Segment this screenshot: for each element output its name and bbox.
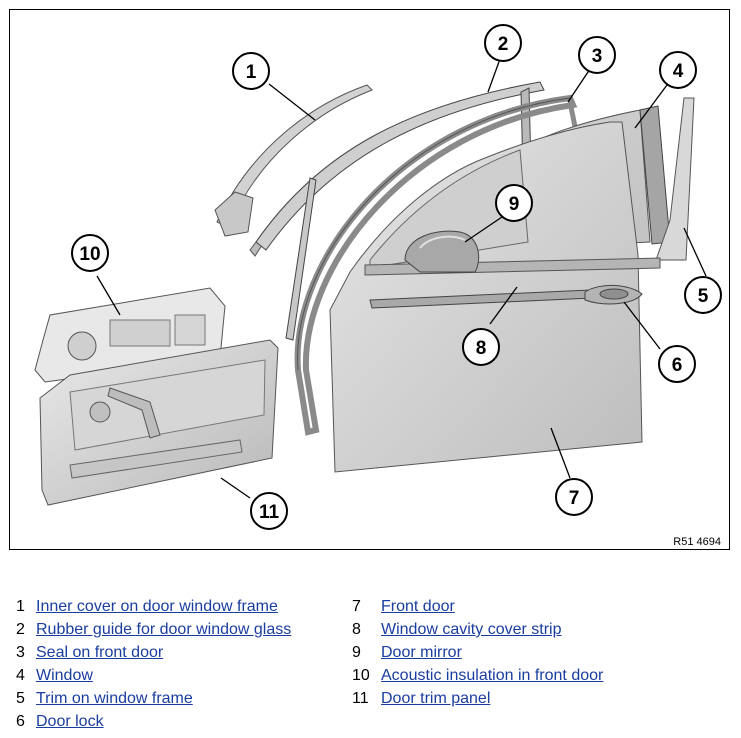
callout-label-1: 1 bbox=[246, 62, 257, 83]
door-mirror-part bbox=[404, 230, 480, 273]
legend-number: 4 bbox=[16, 667, 25, 684]
leader-line-6 bbox=[623, 301, 661, 350]
legend-link-door-mirror[interactable]: Door mirror bbox=[381, 644, 462, 661]
parts-legend: 1 Inner cover on door window frame 2 Rub… bbox=[0, 595, 741, 735]
legend-number: 6 bbox=[16, 713, 25, 730]
callout-5: 5 bbox=[684, 276, 722, 314]
callout-3: 3 bbox=[578, 36, 616, 74]
door-trim-panel-part bbox=[39, 339, 279, 506]
legend-link-seal[interactable]: Seal on front door bbox=[36, 644, 164, 661]
callout-2: 2 bbox=[484, 24, 522, 62]
leader-line-3 bbox=[567, 68, 591, 103]
callout-label-5: 5 bbox=[698, 286, 709, 307]
legend-number: 3 bbox=[16, 644, 25, 661]
legend-number: 1 bbox=[16, 598, 25, 615]
door-lock-part bbox=[584, 285, 643, 305]
callout-7: 7 bbox=[555, 478, 593, 516]
legend-link-acoustic-insulation[interactable]: Acoustic insulation in front door bbox=[381, 667, 604, 684]
legend-link-trim[interactable]: Trim on window frame bbox=[36, 690, 193, 707]
legend-number: 10 bbox=[352, 667, 370, 684]
callout-label-10: 10 bbox=[79, 244, 100, 265]
callout-10: 10 bbox=[71, 234, 109, 272]
callout-label-9: 9 bbox=[509, 194, 520, 215]
callout-4: 4 bbox=[659, 51, 697, 89]
leader-line-11 bbox=[220, 477, 251, 499]
legend-number: 2 bbox=[16, 621, 25, 638]
callout-label-7: 7 bbox=[569, 488, 580, 509]
legend-number: 7 bbox=[352, 598, 361, 615]
legend-number: 8 bbox=[352, 621, 361, 638]
diagram-svg: 1 2 3 4 5 6 7 8 9 10 11 R51 4694 bbox=[34, 24, 722, 548]
callout-label-3: 3 bbox=[592, 46, 603, 67]
leader-line-9 bbox=[464, 216, 503, 243]
leader-line-10 bbox=[96, 275, 121, 316]
legend-link-cavity-strip[interactable]: Window cavity cover strip bbox=[381, 621, 562, 638]
legend-link-trim-panel[interactable]: Door trim panel bbox=[381, 690, 491, 707]
leader-line-2 bbox=[487, 58, 501, 93]
legend-link-front-door[interactable]: Front door bbox=[381, 598, 455, 615]
leader-line-5 bbox=[683, 227, 707, 277]
callout-label-8: 8 bbox=[476, 338, 487, 359]
legend-link-inner-cover[interactable]: Inner cover on door window frame bbox=[36, 598, 278, 615]
legend-number: 9 bbox=[352, 644, 361, 661]
callout-label-2: 2 bbox=[498, 34, 509, 55]
legend-link-rubber-guide[interactable]: Rubber guide for door window glass bbox=[36, 621, 292, 638]
legend-number: 5 bbox=[16, 690, 25, 707]
leader-line-1 bbox=[268, 83, 316, 121]
callout-label-11: 11 bbox=[259, 502, 280, 523]
exploded-diagram: 1 2 3 4 5 6 7 8 9 10 11 R51 4694 bbox=[9, 9, 730, 550]
inner-cover-window-frame-part bbox=[214, 84, 373, 257]
leader-line-4 bbox=[634, 84, 668, 129]
callout-1: 1 bbox=[232, 52, 270, 90]
callout-6: 6 bbox=[658, 345, 696, 383]
callout-9: 9 bbox=[495, 184, 533, 222]
window-frame-trim-part bbox=[655, 97, 695, 261]
callout-11: 11 bbox=[250, 492, 288, 530]
leader-line-7 bbox=[550, 427, 571, 479]
leader-lines bbox=[96, 58, 707, 499]
legend-link-door-lock[interactable]: Door lock bbox=[36, 713, 104, 730]
legend-link-window[interactable]: Window bbox=[36, 667, 93, 684]
leader-line-8 bbox=[489, 286, 518, 325]
callout-label-6: 6 bbox=[672, 355, 683, 376]
callout-label-4: 4 bbox=[673, 61, 684, 82]
callout-8: 8 bbox=[462, 328, 500, 366]
legend-number: 11 bbox=[352, 690, 369, 707]
reference-code: R51 4694 bbox=[673, 536, 721, 548]
